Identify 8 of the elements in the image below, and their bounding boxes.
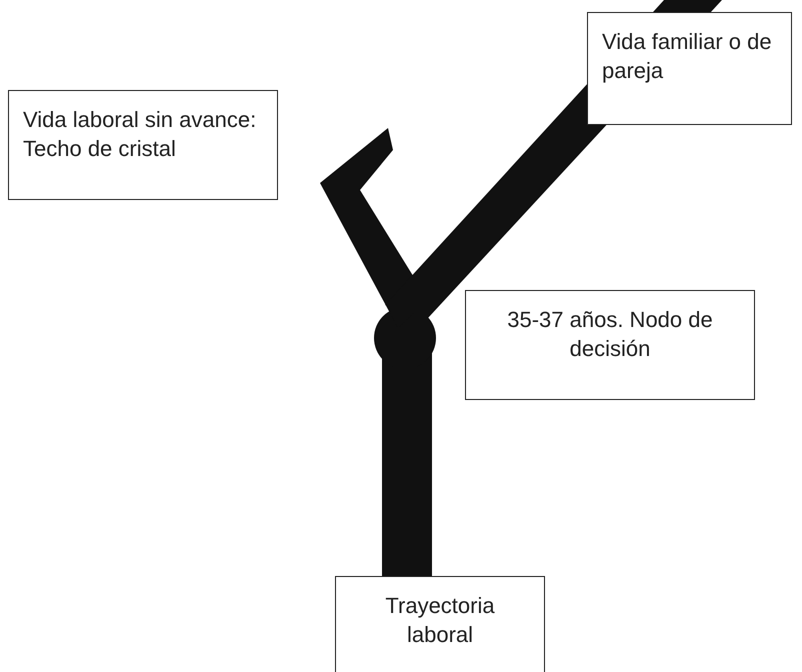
label-box	[335, 576, 545, 672]
label-box	[465, 290, 755, 400]
box-text: Vida familiar o de pareja	[602, 28, 773, 85]
label-box	[8, 90, 278, 200]
box-text: Trayectoria laboral	[384, 592, 496, 649]
box-text: 35-37 años. Nodo de decisión	[506, 306, 714, 363]
box-text: Vida laboral sin avance: Techo de cristal	[23, 106, 258, 163]
label-box	[587, 12, 792, 125]
